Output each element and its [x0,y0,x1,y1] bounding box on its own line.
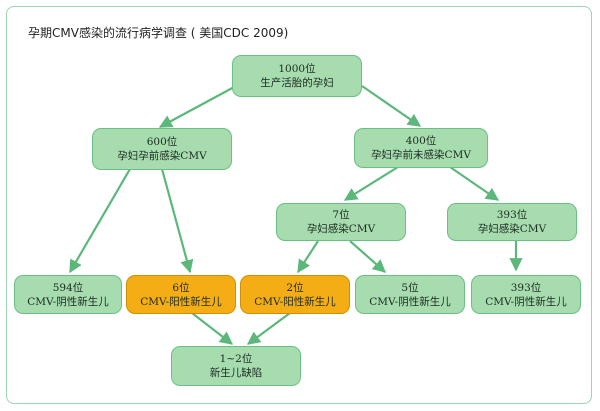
node-400-not-preinfected: 400位 孕妇孕前未感染CMV [354,128,488,168]
arrow-root-to-400 [361,85,422,127]
node-5-negative-newborns: 5位 CMV-阴性新生儿 [355,275,465,314]
node-count: 2位 [286,281,304,294]
node-count: 400位 [405,135,437,147]
node-label: 新生儿缺陷 [209,367,263,379]
node-label: CMV-阴性新生儿 [369,295,451,308]
node-2-positive-newborns: 2位 CMV-阳性新生儿 [240,275,350,314]
node-label: 孕妇感染CMV [477,223,547,235]
node-label: 孕妇感染CMV [306,223,376,235]
node-label: CMV-阴性新生儿 [27,295,109,308]
node-count: 594位 [52,281,84,294]
node-count: 393位 [496,209,528,221]
arrow-2-to-defect [246,312,291,345]
node-label: CMV-阴性新生儿 [485,295,567,308]
node-newborn-defects: 1~2位 新生儿缺陷 [171,346,301,386]
node-count: 600位 [146,136,178,148]
node-6-positive-newborns: 6位 CMV-阳性新生儿 [126,275,236,314]
node-594-negative-newborns: 594位 CMV-阴性新生儿 [14,275,122,314]
node-label: 生产活胎的孕妇 [260,77,334,89]
node-label: CMV-阳性新生儿 [254,295,336,308]
node-393-negative-newborns: 393位 CMV-阴性新生儿 [471,275,581,314]
node-count: 1~2位 [219,353,253,365]
arrow-400-to-7 [343,166,399,201]
node-count: 6位 [172,281,190,294]
arrow-7-to-5 [349,240,386,273]
node-count: 1000位 [278,63,316,75]
node-label: 孕妇孕前未感染CMV [371,149,471,161]
node-count: 5位 [401,281,419,294]
node-count: 393位 [510,281,542,294]
node-7-infected: 7位 孕妇感染CMV [276,203,406,241]
diagram-title: 孕期CMV感染的流行病学调查 ( 美国CDC 2009) [28,26,289,40]
arrow-600-to-6 [160,168,194,274]
node-1000-mothers: 1000位 生产活胎的孕妇 [232,55,362,97]
node-600-preinfected: 600位 孕妇孕前感染CMV [92,128,232,170]
arrow-7-to-2 [297,240,319,274]
arrow-400-to-393 [449,166,500,201]
node-count: 7位 [332,209,350,221]
node-label: 孕妇孕前感染CMV [117,150,207,162]
node-393-infected: 393位 孕妇感染CMV [447,203,577,241]
arrow-600-to-594 [69,168,131,274]
arrow-6-to-defect [191,312,234,345]
node-label: CMV-阳性新生儿 [140,295,222,308]
arrow-root-to-600 [158,85,237,128]
